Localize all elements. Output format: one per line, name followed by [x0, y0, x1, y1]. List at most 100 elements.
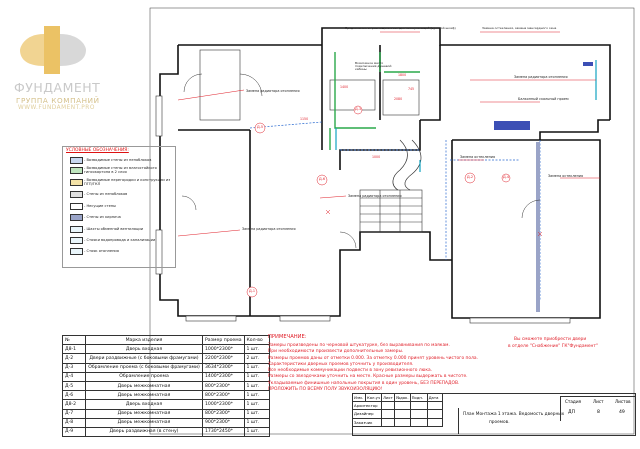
- stamp-role: Заказчик: [351, 417, 383, 427]
- table-cell: 1 шт.: [243, 380, 270, 392]
- table-cell: Д-2: [62, 353, 86, 364]
- stamp-role-row: Дизайнер: [351, 409, 443, 419]
- stamp-col: Кол.уч: [364, 392, 383, 403]
- annotation-radiator: Замена радиатора отопления: [348, 194, 402, 198]
- table-cell: 1 шт.: [243, 344, 270, 355]
- stamp-stage-label: Стадия: [565, 399, 582, 404]
- stamp-role: Архитектор: [351, 401, 383, 411]
- door-spec-table: № Марка изделия Размер проема Кол-во Д8-…: [62, 334, 270, 438]
- note-line: Размеры со звездочками уточнить на месте…: [268, 374, 468, 380]
- stamp-sheets-value: 49: [619, 410, 625, 415]
- legend-item: - Стены из кирпича: [84, 215, 121, 219]
- annotation-radiator: Замена радиатора отопления: [514, 75, 568, 79]
- legend-swatch: [70, 203, 83, 210]
- door-tag: Д-2: [467, 175, 474, 179]
- annotation-shower: Возможное место подключения душевой каби…: [355, 61, 392, 71]
- note-line: Размеры проемов даны от отметки 0.000. З…: [268, 355, 479, 361]
- table-cell: Д8-2: [62, 399, 86, 410]
- table-cell: 1 шт.: [243, 417, 270, 428]
- company-logo: ФУНДАМЕНТ ГРУППА КОМПАНИЙ WWW.FUNDAMENT.…: [14, 20, 124, 120]
- table-cell: 1000*2300*: [202, 344, 245, 355]
- table-cell: Д-4: [62, 371, 86, 382]
- table-cell: 800*2300*: [202, 380, 245, 392]
- dimension-label: 1800: [398, 73, 407, 77]
- table-cell: Д8-1: [62, 344, 86, 355]
- legend-item: - Возводимые стены из влагостойкого гипс…: [84, 166, 157, 175]
- table-cell: Дверь входная: [85, 344, 203, 355]
- stamp-title-line: проемов.: [489, 420, 510, 425]
- stamp-col: Изм.: [352, 392, 366, 403]
- note-line: Характеристики дверных проемов уточнить …: [268, 361, 414, 367]
- legend-swatch: [70, 179, 83, 186]
- table-header: Кол-во: [243, 334, 270, 346]
- table-cell: Д-6: [62, 390, 86, 401]
- table-cell: Двери раздвижные (с боковыми фрамугами): [85, 353, 203, 364]
- dimension-label: 745: [408, 87, 415, 91]
- table-cell: Дверь межкомнатная: [85, 390, 203, 401]
- stamp-header-row: Изм. Кол.уч Лист №док. Подп. Дата: [352, 392, 443, 403]
- annotation-predpolag: Предполагается размещение зон для коммун…: [345, 26, 456, 30]
- stamp-sheet-value: 8: [597, 410, 600, 415]
- legend-swatch: [70, 214, 83, 221]
- table-cell: 2 шт.: [243, 353, 270, 364]
- table-cell: Обрамление проема (с боковыми фрамугами): [85, 362, 203, 373]
- note-line: ПРОЛОЖИТЬ ПО ВСЕМУ ПОЛУ ЗВУКОИЗОЛЯЦИЮ!: [268, 387, 383, 393]
- table-cell: 1 шт.: [243, 426, 270, 438]
- legend-item: - Стояки водопровода и канализации: [84, 238, 156, 242]
- logo-brand: ФУНДАМЕНТ: [14, 80, 101, 95]
- annotation-glazing: Замена остекления: [548, 174, 584, 178]
- table-cell: 1730*2450*: [202, 426, 245, 438]
- legend: [62, 146, 176, 268]
- logo-url: WWW.FUNDAMENT.PRO: [18, 105, 95, 111]
- table-header-row: № Марка изделия Размер проема Кол-во: [62, 334, 270, 346]
- table-header: Марка изделия: [85, 334, 203, 346]
- legend-title: УСЛОВНЫЕ ОБОЗНАЧЕНИЯ:: [66, 148, 129, 153]
- table-cell: Д-8: [62, 417, 86, 428]
- table-cell: 1 шт.: [243, 408, 270, 419]
- table-cell: 2200*2300*: [202, 353, 245, 364]
- annotation-balcony: Балконный скальный проем: [518, 97, 569, 101]
- stamp-title-line: План Монтажа 1 этажа. Ведомость дверных: [463, 412, 565, 417]
- table-cell: 1 шт.: [243, 371, 270, 382]
- stamp-col: №док.: [394, 392, 411, 403]
- legend-item: - Несущие стены: [84, 204, 116, 208]
- table-cell: 1400*2300*: [202, 371, 245, 382]
- annotation-glazing: Замена остекления: [460, 155, 496, 159]
- stamp-stage-cells: Стадия Лист Листов ДП 8 49: [560, 396, 635, 421]
- table-cell: Дверь межкомнатная: [85, 408, 203, 419]
- table-cell: Дверь входная: [85, 399, 203, 410]
- stamp-title-cell: План Монтажа 1 этажа. Ведомость дверных …: [458, 408, 564, 434]
- table-cell: Д-5: [62, 380, 86, 392]
- legend-swatch: [70, 248, 83, 255]
- stamp-role-row: Заказчик: [351, 417, 443, 427]
- note-line: Замеры произведены по черновой штукатурк…: [268, 343, 450, 348]
- table-cell: Д-7: [62, 408, 86, 419]
- annotation-radiator: Замена радиатора отопления: [242, 227, 296, 231]
- notes-title: ПРИМЕЧАНИЕ:: [268, 334, 307, 340]
- stamp-role-row: Архитектор: [351, 401, 443, 411]
- table-cell: 1 шт.: [243, 399, 270, 410]
- purchase-note-line: Вы сможете приобрести двери: [514, 337, 587, 342]
- stamp-col: Дата: [426, 392, 443, 403]
- note-line: Укладываемые финишные напольные покрытия…: [268, 380, 460, 386]
- stamp-stage-value: ДП: [568, 410, 576, 415]
- logo-subtitle: ГРУППА КОМПАНИЙ: [16, 96, 100, 105]
- dimension-label: 1400: [340, 85, 349, 89]
- table-cell: 800*2300*: [202, 408, 245, 419]
- stamp-role: Дизайнер: [351, 409, 383, 419]
- purchase-note-line: в отделе "Снабжение" ГК"Фундамент": [508, 344, 598, 349]
- stamp-col: Подп.: [409, 392, 428, 403]
- legend-item: - Шахты обменной вентиляции: [84, 227, 144, 231]
- door-tag: Д-1: [249, 289, 256, 293]
- annotation-glazing-roof: Замена остекления, замена мансардного ок…: [482, 26, 557, 30]
- table-cell: 3634*2300*: [202, 362, 245, 373]
- door-tag: Д-3: [355, 107, 362, 111]
